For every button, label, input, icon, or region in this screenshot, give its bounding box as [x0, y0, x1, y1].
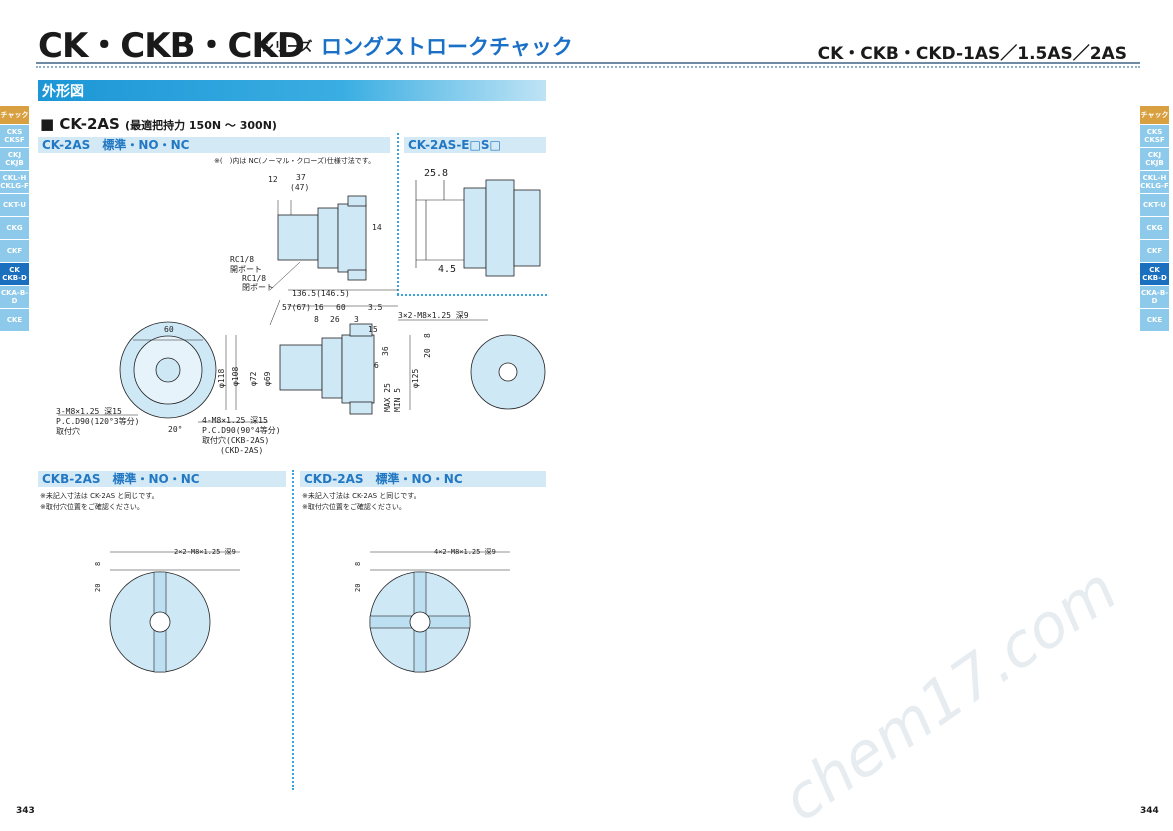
dim-phi69: φ69 — [263, 371, 272, 386]
dim-phi108: φ108 — [231, 367, 240, 386]
dim-phi118: φ118 — [217, 369, 226, 388]
ck2as-e-label: CK-2AS-E□S□ — [404, 137, 546, 153]
ckd-drawing: 4×2-M8×1.25 深9 8 20 — [354, 547, 510, 673]
tab-ckf[interactable]: CKF — [1140, 240, 1169, 262]
ck2as-drawing: 12 37 (47) 14 RC1/8 開ポート RC1/8 閉ポート 136.… — [56, 173, 546, 455]
ck2as-body-main — [279, 344, 323, 391]
dim-3: 3 — [354, 315, 359, 324]
tab-cke[interactable]: CKE — [0, 309, 29, 331]
ck2as-label: CK-2AS 標準・NO・NC — [38, 137, 390, 153]
brand-sub: シリーズ — [261, 40, 313, 55]
section-bar: 外形図 — [38, 80, 546, 101]
header-rule — [36, 62, 1140, 64]
right-page-title: CK・CKB・CKD-1AS／1.5AS／2AS — [817, 44, 1127, 64]
tab-ck-ckb-d[interactable]: CK CKB-D — [0, 263, 29, 285]
ck2as-heading-small: (最適把持力 150N ～ 300N) — [125, 119, 277, 132]
ckb-dim: 2×2-M8×1.25 深9 — [174, 547, 236, 556]
tab-cka-b-d[interactable]: CKA-B-D — [1140, 286, 1169, 308]
tab-ckj-ckjb[interactable]: CKJ CKJB — [1140, 148, 1169, 170]
tab--[interactable]: チャック — [0, 106, 29, 124]
tab-ckt-u[interactable]: CKT-U — [0, 194, 29, 216]
divider-v2 — [292, 470, 294, 790]
ck2as-note: ※( )内は NC(ノーマル・クローズ)仕様寸法です。 — [214, 157, 376, 165]
dim-15: 15 — [368, 325, 378, 334]
dim-m8b: 4-M8×1.25 深15 — [202, 416, 268, 425]
ckb-label: CKB-2AS 標準・NO・NC — [38, 471, 286, 487]
brand-title: CK・CKB・CKD — [38, 26, 305, 66]
dim-57: 57(67) — [282, 303, 311, 312]
dim-rc2: RC1/8 — [242, 274, 266, 283]
dim-phi72: φ72 — [249, 371, 258, 386]
dim-8b: 8 — [423, 333, 432, 338]
dim-tori-a: 取付穴 — [56, 426, 80, 436]
tab-ckg[interactable]: CKG — [1140, 217, 1169, 239]
ckd-label: CKD-2AS 標準・NO・NC — [300, 471, 546, 487]
divider-v1 — [397, 133, 399, 295]
dim-m8c: 3×2-M8×1.25 深9 — [398, 311, 469, 320]
tab-cks-cksf[interactable]: CKS CKSF — [0, 125, 29, 147]
dim-6: 6 — [374, 361, 379, 370]
tab-ckf[interactable]: CKF — [0, 240, 29, 262]
ckd-dim: 4×2-M8×1.25 深9 — [434, 547, 496, 556]
ckb-drawing: 2×2-M8×1.25 深9 8 20 — [94, 547, 240, 673]
dim-rc1-port: 開ポート — [230, 265, 262, 274]
tab-ckl-h-cklg-f[interactable]: CKL-H CKLG-F — [1140, 171, 1169, 193]
tab-cka-b-d[interactable]: CKA-B-D — [0, 286, 29, 308]
dim-pcd-b: P.C.D90(90°4等分) — [202, 425, 281, 435]
dim-m8a: 3-M8×1.25 深15 — [56, 407, 122, 416]
dim-min5: MIN 5 — [393, 388, 402, 412]
tab-ckj-ckjb[interactable]: CKJ CKJB — [0, 148, 29, 170]
dim-tori-c: (CKD-2AS) — [220, 446, 263, 455]
dim-136: 136.5(146.5) — [292, 289, 350, 298]
dim-26: 26 — [330, 315, 340, 324]
dim-20b: 20 — [423, 348, 432, 358]
ckd-note2: ※取付穴位置をご確認ください。 — [302, 503, 406, 511]
page-number-right: 344 — [1140, 806, 1159, 816]
ckb-note1: ※未記入寸法は CK-2AS と同じです。 — [40, 492, 159, 500]
dim-rc2-port: 閉ポート — [242, 283, 274, 292]
dim-8: 8 — [314, 315, 319, 324]
dim-14: 14 — [372, 223, 382, 232]
ckd-note1: ※未記入寸法は CK-2AS と同じです。 — [302, 492, 421, 500]
dim-pcd-a: P.C.D90(120°3等分) — [56, 416, 139, 426]
tab--[interactable]: チャック — [1140, 106, 1169, 124]
tab-ckl-h-cklg-f[interactable]: CKL-H CKLG-F — [0, 171, 29, 193]
dim-20deg: 20° — [168, 425, 182, 434]
dim-3-5: 3.5 — [368, 303, 383, 312]
header-dotted-rule — [36, 66, 1140, 68]
tab-cks-cksf[interactable]: CKS CKSF — [1140, 125, 1169, 147]
ckb-note2: ※取付穴位置をご確認ください。 — [40, 503, 144, 511]
dim-36: 36 — [381, 346, 390, 356]
dim-37: 37 — [296, 173, 306, 182]
ck2as-e-drawing: 25.8 4.5 — [415, 168, 541, 277]
dim-60b: 60 — [164, 325, 174, 334]
tab-cke[interactable]: CKE — [1140, 309, 1169, 331]
dim-max25: MAX 25 — [383, 383, 392, 412]
dim-25-8: 25.8 — [424, 168, 448, 179]
tab-ckt-u[interactable]: CKT-U — [1140, 194, 1169, 216]
dim-4-5: 4.5 — [438, 264, 456, 275]
page-number-left: 343 — [16, 806, 35, 816]
ckd-dim-8: 8 — [354, 562, 362, 566]
ckd-dim-20: 20 — [354, 584, 362, 592]
ckb-dim-8: 8 — [94, 562, 102, 566]
ck2as-body-small — [277, 214, 319, 261]
dim-16: 16 — [314, 303, 324, 312]
tab-ck-ckb-d[interactable]: CK CKB-D — [1140, 263, 1169, 285]
tab-ckg[interactable]: CKG — [0, 217, 29, 239]
dim-60: 60 — [336, 303, 346, 312]
dim-12: 12 — [268, 175, 278, 184]
ck2as-heading-main: ■ CK-2AS — [40, 115, 120, 133]
watermark: chem17.com — [770, 554, 1130, 831]
dim-phi125: φ125 — [411, 369, 420, 388]
dim-tori-b: 取付穴(CKB-2AS) — [202, 435, 269, 445]
ckb-dim-20: 20 — [94, 584, 102, 592]
ck2as-heading: ■ CK-2AS (最適把持力 150N ～ 300N) — [40, 115, 277, 133]
dim-rc1: RC1/8 — [230, 255, 254, 264]
dim-47: (47) — [290, 183, 309, 192]
series-title: ロングストロークチャック — [321, 35, 573, 59]
divider-h1 — [397, 294, 547, 296]
